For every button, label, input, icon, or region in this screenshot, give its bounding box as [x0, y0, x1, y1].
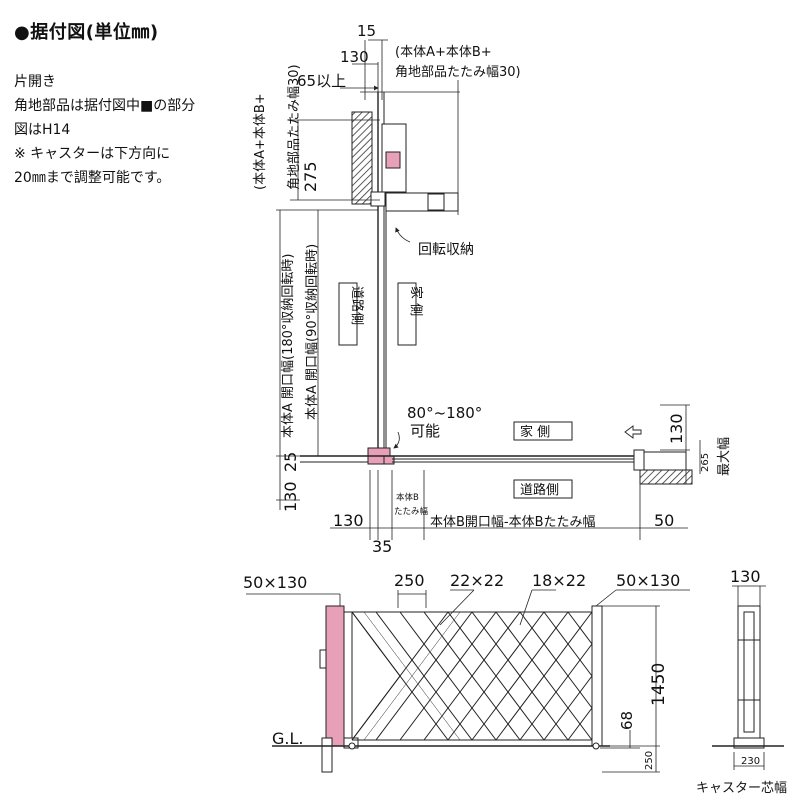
- elev-18x22: 18×22: [532, 571, 586, 590]
- body-b-fold-2: たたみ幅: [394, 506, 429, 517]
- elevation-view: 50×130 250 22×22 18×22 50×130 1450 68 25…: [243, 571, 690, 773]
- dim-130-left: 130: [281, 481, 300, 512]
- note-line: ※ キャスターは下方向に: [14, 146, 171, 162]
- elev-250: 250: [394, 571, 425, 590]
- scissor-lattice: [351, 611, 593, 741]
- plan-view: 15 130 65以上 (本体A+本体B+ 角地部品たたみ幅30) (本体A+本…: [253, 22, 732, 556]
- angle-range: 80°~180°: [407, 404, 482, 422]
- dim-130-bottom: 130: [333, 511, 364, 530]
- svg-text:道路側: 道路側: [349, 286, 365, 325]
- road-side-vertical: 道路側: [338, 282, 365, 346]
- note-line: 片開き: [14, 74, 56, 90]
- elev-250-bottom: 250: [644, 751, 655, 770]
- installation-notes: 片開き 角地部品は据付図中■の部分 図はH14 ※ キャスターは下方向に 20㎜…: [14, 70, 195, 190]
- corner-part-top: [370, 191, 386, 207]
- vert-90-label: 本体A 開口幅(90°収納回転時): [305, 244, 320, 420]
- end-post-elevation: [591, 605, 603, 747]
- dim-265: 265: [700, 453, 711, 472]
- road-side-horizontal: 道路側: [513, 479, 573, 499]
- note-line: 図はH14: [14, 122, 71, 138]
- folded-stack-vertical: [381, 123, 407, 193]
- note-ab-line2: 角地部品たたみ幅30): [395, 65, 521, 80]
- elev-1450: 1450: [649, 663, 669, 706]
- side-130: 130: [730, 567, 761, 586]
- dim-50: 50: [654, 511, 674, 530]
- elev-50x130-left: 50×130: [243, 573, 307, 592]
- note-line: 20㎜まで調整可能です。: [14, 170, 171, 186]
- dim-35: 35: [372, 537, 392, 556]
- vertical-gate-chain: [377, 205, 387, 448]
- dim-25: 25: [281, 452, 300, 472]
- folded-stack-horizontal: [385, 192, 459, 212]
- dim-15: 15: [357, 22, 376, 40]
- elev-68: 68: [618, 711, 636, 730]
- max-width-label: 最大幅: [717, 437, 732, 476]
- svg-text:道路側: 道路側: [520, 482, 559, 498]
- svg-text:家 側: 家 側: [520, 424, 550, 440]
- rotate-label: 回転収納: [418, 242, 474, 258]
- elev-50x130-right: 50×130: [616, 571, 680, 590]
- dim-275: 275: [301, 161, 320, 192]
- vert-180-label: 本体A 開口幅(180°収納回転時): [281, 254, 296, 438]
- end-post: [633, 449, 645, 471]
- caster-width-label: キャスター芯幅: [696, 781, 787, 796]
- vert-note-a: (本体A+本体B+: [253, 93, 268, 190]
- elev-22x22: 22×22: [450, 571, 504, 590]
- body-b-fold-1: 本体B: [396, 492, 419, 503]
- vert-note-b: 角地部品たたみ幅30): [287, 64, 302, 190]
- angle-note: 可能: [410, 422, 440, 440]
- hinge-post-pink: [325, 605, 345, 747]
- svg-text:家 側: 家 側: [408, 286, 424, 316]
- house-side-vertical: 家 側: [397, 282, 424, 346]
- body-b-open: 本体B開口幅-本体Bたたみ幅: [430, 515, 596, 530]
- house-side-horizontal: 家 側: [513, 421, 573, 441]
- page-title: ●据付図(単位㎜): [14, 22, 159, 43]
- note-line: 角地部品は据付図中■の部分: [14, 98, 196, 114]
- side-230: 230: [741, 756, 760, 767]
- dim-130-top: 130: [340, 48, 369, 66]
- dim-130-right: 130: [667, 413, 686, 444]
- note-ab-line1: (本体A+本体B+: [395, 45, 492, 60]
- gl-label: G.L.: [272, 729, 303, 748]
- dim-65: 65以上: [297, 72, 346, 90]
- side-view: 130 230 キャスター芯幅: [696, 567, 787, 796]
- wall-block: [351, 111, 373, 205]
- post-wall-block: [639, 469, 693, 485]
